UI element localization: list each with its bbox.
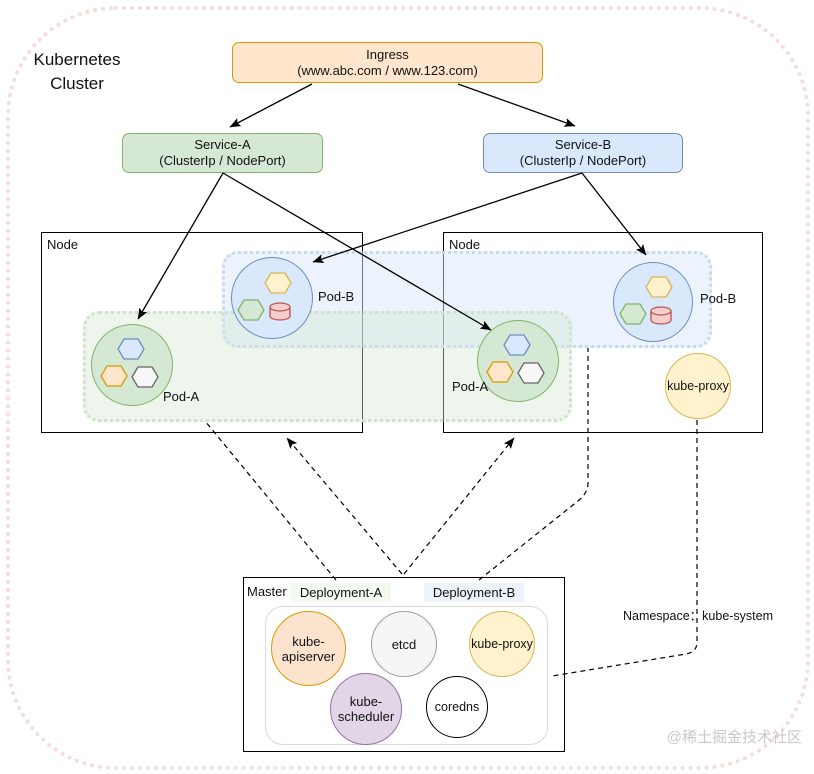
pod-b-circle-right-node	[613, 262, 693, 342]
etcd-label: etcd	[391, 636, 417, 652]
kube-scheduler-circle: kube-scheduler	[330, 673, 402, 745]
green-hexagon-container-icon	[237, 299, 265, 321]
namespace-label: Namespace：kube-system	[622, 609, 774, 623]
pod-b-label-left-node: Pod-B	[318, 289, 355, 304]
red-database-cylinder-icon	[650, 306, 672, 325]
service-a-box: Service-A (ClusterIp / NodePort)	[122, 133, 323, 173]
pod-a-circle-left-node	[91, 324, 173, 406]
service-a-subtitle: (ClusterIp / NodePort)	[159, 153, 286, 168]
service-b-title: Service-B	[554, 137, 612, 152]
kube-scheduler-label: kube-scheduler	[337, 694, 395, 724]
service-a-title: Service-A	[194, 137, 251, 152]
kube-proxy-circle-node: kube-proxy	[665, 353, 731, 419]
cluster-title: Kubernetes Cluster	[33, 50, 121, 93]
red-database-cylinder-icon	[269, 302, 291, 321]
ingress-subtitle: (www.abc.com / www.123.com)	[297, 62, 478, 78]
dashed-link-kube-proxy-to-master	[551, 420, 698, 677]
yellow-hexagon-container-icon	[264, 272, 292, 294]
yellow-hexagon-container-icon	[645, 276, 673, 298]
gray-hexagon-container-icon	[131, 366, 159, 388]
node-right-label: Node	[449, 237, 481, 252]
green-hexagon-container-icon	[619, 303, 647, 325]
kube-proxy-master-label: kube-proxy	[471, 636, 533, 651]
arrow-ingress-to-service-b	[457, 83, 576, 127]
coredns-circle: coredns	[426, 676, 488, 738]
ingress-box: Ingress (www.abc.com / www.123.com)	[232, 42, 543, 83]
kube-proxy-node-label: kube-proxy	[667, 378, 729, 393]
blue-hexagon-container-icon	[117, 338, 145, 360]
pod-a-label-right-node: Pod-A	[452, 379, 489, 394]
gray-hexagon-container-icon	[517, 362, 545, 384]
orange-hexagon-container-icon	[486, 361, 514, 383]
master-label: Master	[247, 584, 287, 599]
dashed-arrow-master-to-left-node	[286, 437, 403, 575]
arrow-ingress-to-service-a	[229, 83, 313, 128]
coredns-label: coredns	[434, 699, 480, 714]
service-b-box: Service-B (ClusterIp / NodePort)	[483, 133, 683, 173]
ingress-title: Ingress	[366, 46, 409, 62]
pod-a-label-left-node: Pod-A	[163, 389, 200, 404]
kube-apiserver-label: kube-apiserver	[281, 633, 336, 664]
service-b-subtitle: (ClusterIp / NodePort)	[519, 153, 647, 168]
etcd-circle: etcd	[371, 611, 437, 677]
deployment-b-chip: Deployment-B	[424, 583, 524, 602]
deployment-a-chip: Deployment-A	[291, 583, 391, 602]
kube-apiserver-circle: kube-apiserver	[271, 611, 346, 686]
kube-proxy-circle-master: kube-proxy	[469, 611, 535, 677]
pod-b-circle-left-node	[231, 257, 313, 339]
pod-a-circle-right-node	[477, 320, 559, 402]
watermark-text: @稀土掘金技术社区	[666, 729, 802, 746]
dashed-arrow-master-to-right-node	[403, 437, 515, 575]
orange-hexagon-container-icon	[100, 365, 128, 387]
node-left-label: Node	[47, 237, 79, 252]
dashed-link-deployment-a-to-pod-a-group	[204, 420, 337, 581]
pod-b-label-right-node: Pod-B	[700, 291, 737, 306]
blue-hexagon-container-icon	[503, 334, 531, 356]
